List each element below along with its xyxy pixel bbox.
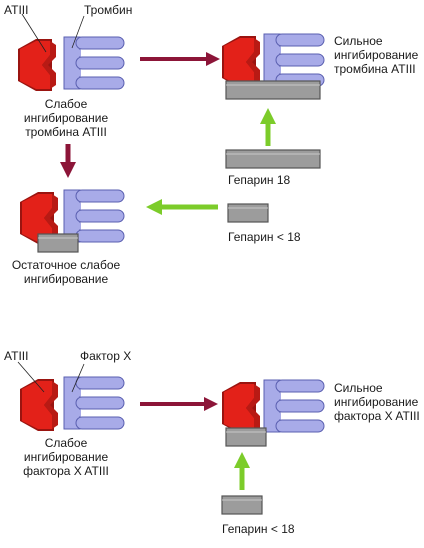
- strong-factorx-caption-2: ингибирование: [334, 395, 419, 409]
- strong-thrombin-caption-1: Сильное: [334, 34, 383, 48]
- weak-thrombin-caption-2: ингибирование: [24, 111, 109, 125]
- weak-factorx-caption-3: фактора X ATIII: [23, 464, 109, 478]
- weak-thrombin-caption-3: тромбина ATIII: [25, 125, 107, 139]
- heparin-long-bar: [225, 149, 321, 169]
- arrow-weak-to-strong: [140, 52, 220, 66]
- thrombin-label: Тромбин: [84, 3, 132, 17]
- factorx-enzyme-strong: [263, 379, 325, 433]
- strong-factorx-caption-1: Сильное: [334, 381, 383, 395]
- arrow-short-heparin-left: [146, 199, 218, 215]
- heparin-short-bar-bottom: [221, 495, 263, 515]
- heparin-short-label-top: Гепарин < 18: [228, 230, 301, 244]
- atiii-pointer-line-bottom: [17, 361, 45, 393]
- weak-thrombin-caption-1: Слабое: [45, 97, 88, 111]
- heparin-short-label-bottom: Гепарин < 18: [222, 522, 295, 536]
- weak-factorx-caption-2: ингибирование: [24, 450, 109, 464]
- factorx-label: Фактор X: [80, 349, 131, 363]
- heparin-short-bar-top: [227, 203, 269, 223]
- residual-caption-2: ингибирование: [24, 272, 109, 286]
- thrombin-pointer-line: [71, 15, 85, 49]
- atiii-label-top: ATIII: [4, 3, 28, 17]
- atiii-block-strong-factorx: [222, 382, 260, 434]
- arrow-weak-down: [60, 144, 76, 178]
- factorx-enzyme-weak: [63, 376, 125, 430]
- strong-thrombin-caption-2: ингибирование: [334, 48, 419, 62]
- arrow-weak-to-strong-factorx: [140, 397, 218, 411]
- arrow-heparin-up-bottom: [234, 452, 250, 490]
- heparin-long-label: Гепарин 18: [228, 173, 291, 187]
- heparin-short-bar-bound-bottom: [225, 427, 267, 447]
- atiii-label-bottom: ATIII: [4, 349, 28, 363]
- weak-factorx-caption-1: Слабое: [45, 436, 88, 450]
- residual-caption-1: Остаточное слабое: [12, 258, 121, 272]
- thrombin-enzyme-strong: [263, 33, 325, 87]
- atiii-pointer-line: [21, 13, 47, 53]
- heparin-bar-bound-top: [225, 80, 321, 100]
- atiii-block-strong-thrombin: [222, 36, 260, 88]
- strong-factorx-caption-3: фактора X ATIII: [334, 409, 420, 423]
- factorx-pointer-line: [71, 363, 85, 393]
- atiii-block-weak-thrombin: [18, 39, 56, 91]
- arrow-heparin-up-top: [260, 108, 276, 146]
- strong-thrombin-caption-3: тромбина ATIII: [334, 62, 416, 76]
- heparin-short-bar-residual: [37, 233, 79, 253]
